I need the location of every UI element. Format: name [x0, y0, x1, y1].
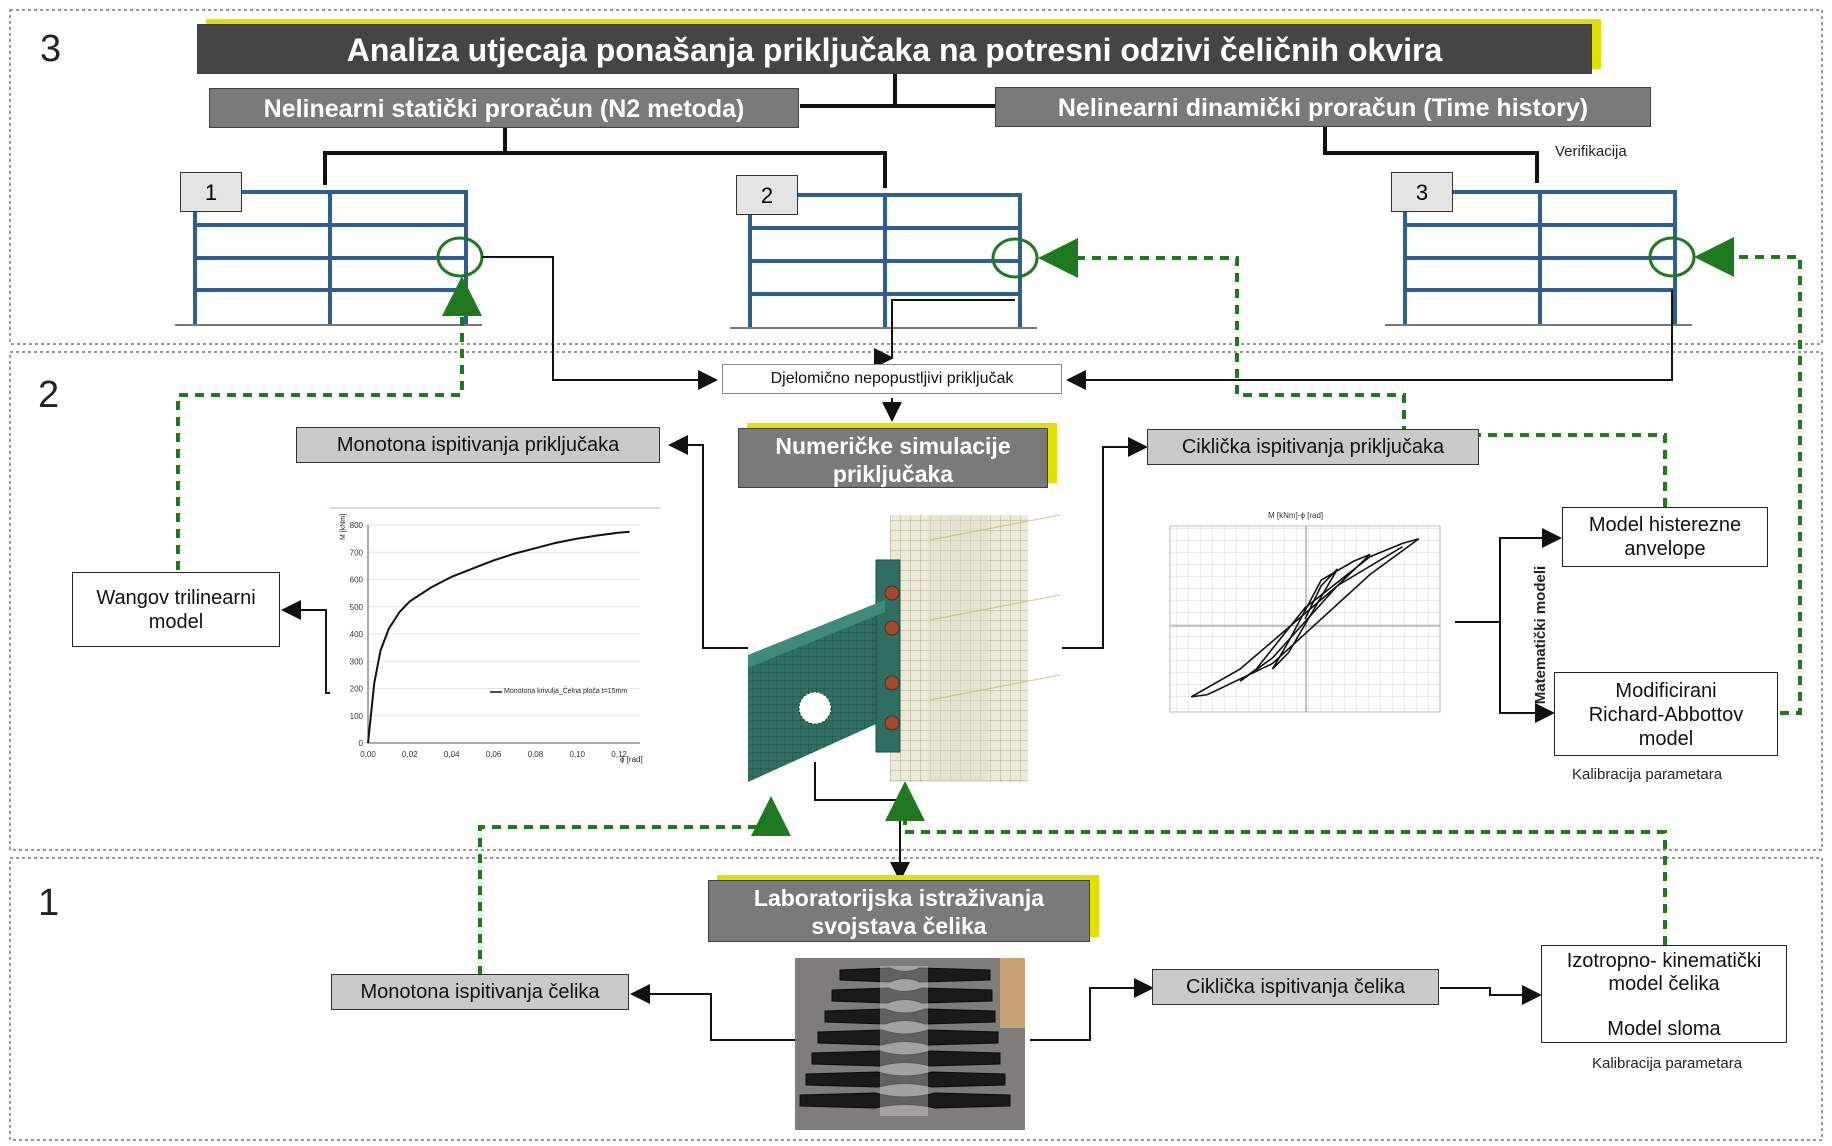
richard-line2: Richard-Abbottov [1588, 704, 1744, 726]
chart1-ylabel: M [kNm] [340, 514, 347, 540]
dynamic-analysis-box: Nelinearni dinamički proračun (Time hist… [995, 87, 1651, 127]
frame-tag-1: 1 [180, 172, 242, 212]
joint-tests-connectors [281, 435, 1562, 1041]
calibration2-label: Kalibracija parametara [1592, 1055, 1743, 1072]
isotropic-kinematic-model-box: Izotropno- kinematički model čelika Mode… [1541, 945, 1787, 1043]
chart1-xtick: 0,08 [528, 750, 544, 759]
cyclic-chart: M [kNm]-ϕ [rad] [1169, 511, 1441, 713]
chart1-xlabel: ϕ [rad] [620, 755, 643, 764]
isotropic-line3: Model sloma [1607, 1018, 1721, 1040]
frame-2 [730, 193, 1037, 329]
chart1-ytick: 0 [359, 739, 364, 748]
static-analysis-box: Nelinearni statički proračun (N2 metoda) [209, 88, 799, 128]
hysteresis-line1: Model histerezne [1588, 514, 1742, 536]
frame-tag-3: 3 [1391, 172, 1453, 212]
chart1-legend: Monotona krivulja_Čelna ploča t=15mm [490, 686, 627, 695]
chart1-xtick: 0,06 [486, 750, 502, 759]
header-connectors [323, 74, 1539, 188]
chart2-series-line [1190, 538, 1420, 698]
chart1-ytick: 400 [350, 630, 364, 639]
lab-research-box: Laboratorijska istraživanja svojstava če… [708, 880, 1090, 942]
monotone-chart: 0 100 200 300 400 500 600 700 800 0,00 0,02 0,04 0,0… [330, 507, 660, 764]
numerical-simulations-box: Numeričke simulacije priključaka [738, 428, 1048, 488]
chart1-ytick: 500 [350, 603, 364, 612]
page-title: Analiza utjecaja ponašanja priključaka n… [197, 24, 1592, 74]
richard-line3: model [1638, 728, 1694, 750]
calibration-label: Kalibracija parametara [1572, 766, 1723, 783]
lab-line2: svojstava čelika [811, 913, 987, 939]
verification-label: Verifikacija [1555, 143, 1627, 160]
math-models-label: Matematički modeli [1532, 565, 1549, 705]
chart1-legend-label: Monotona krivulja_Čelna ploča t=15mm [504, 686, 627, 695]
hysteresis-model-box: Model histerezne anvelope [1562, 507, 1768, 567]
wang-line1: Wangov trilinearni [96, 587, 256, 609]
chart2-title: M [kNm]-ϕ [rad] [1268, 511, 1323, 520]
richard-abbott-model-box: Modificirani Richard-Abbottov model [1554, 672, 1778, 756]
section-number-1: 1 [38, 882, 60, 924]
wang-model-box: Wangov trilinearni model [72, 572, 280, 647]
lab-line1: Laboratorijska istraživanja [753, 885, 1045, 911]
monotone-joint-tests-box: Monotona ispitivanja priključaka [296, 427, 660, 463]
chart1-ytick: 700 [350, 548, 364, 557]
chart1-xtick: 0,00 [360, 750, 376, 759]
section-borders [9, 9, 1823, 1141]
chart1-series-line [367, 530, 630, 744]
isotropic-line1: Izotropno- kinematički [1566, 950, 1762, 972]
hysteresis-line2: anvelope [1624, 538, 1706, 560]
numerical-line1: Numeričke simulacije [775, 433, 1011, 459]
isotropic-line2: model čelika [1608, 973, 1720, 995]
chart1-xtick: 0,12 [611, 750, 627, 759]
richard-line1: Modificirani [1615, 680, 1717, 702]
chart1-ytick: 300 [350, 657, 364, 666]
frame-tag-2: 2 [736, 175, 798, 215]
chart1-ytick: 800 [350, 521, 364, 530]
chart1-xtick: 0,04 [444, 750, 460, 759]
chart1-xtick: 0,02 [402, 750, 418, 759]
steel-specimens-photo [795, 958, 1025, 1130]
chart1-ytick: 100 [350, 712, 364, 721]
green-feedback-lines [176, 237, 1802, 975]
chart1-ytick: 200 [350, 685, 364, 694]
chart1-ytick: 600 [350, 576, 364, 585]
wang-line2: model [148, 611, 204, 633]
section-number-2: 2 [38, 374, 60, 416]
numerical-line2: priključaka [832, 461, 954, 487]
partial-joint-box: Djelomično nepopustljivi priključak [722, 364, 1062, 394]
section-number-3: 3 [40, 28, 62, 70]
joint-fe-model-image [748, 514, 1061, 782]
cyclic-joint-tests-box: Ciklička ispitivanja priključaka [1147, 429, 1479, 465]
frame-3 [1385, 190, 1692, 326]
monotone-steel-tests-box: Monotona ispitivanja čelika [331, 974, 629, 1010]
partial-joint-connectors [482, 256, 1673, 422]
cyclic-steel-tests-box: Ciklička ispitivanja čelika [1152, 969, 1439, 1005]
chart1-xtick: 0,10 [569, 750, 585, 759]
